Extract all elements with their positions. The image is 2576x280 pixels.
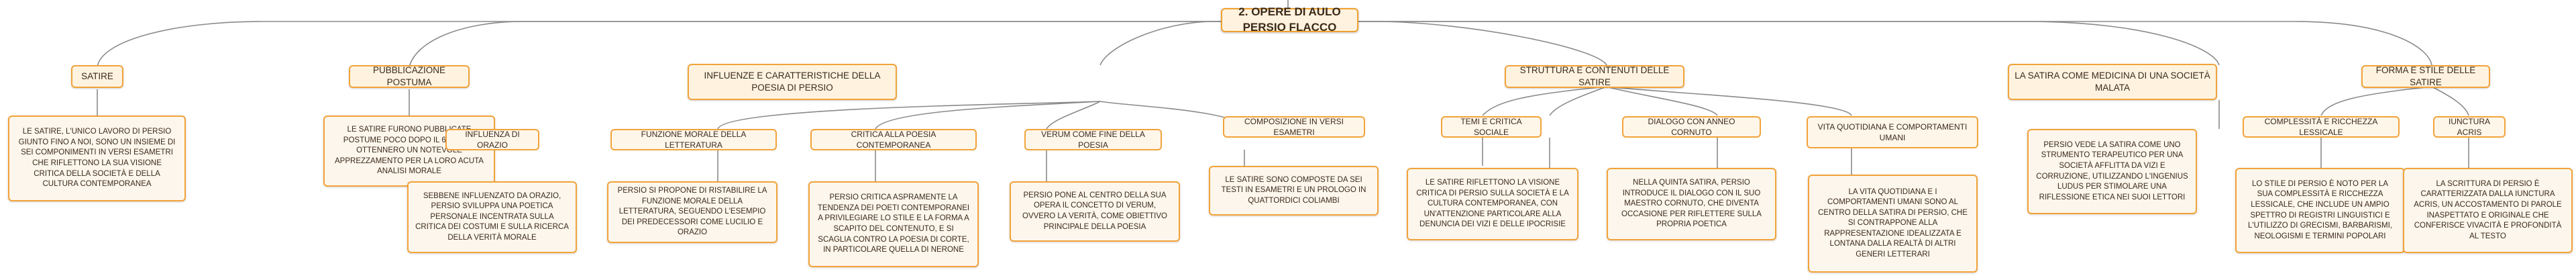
leaf-influenza-di-orazio[interactable]: SEBBENE INFLUENZATO DA ORAZIO, PERSIO SV… bbox=[407, 181, 577, 253]
leaf-dialogo-anneo-cornuto[interactable]: NELLA QUINTA SATIRA, PERSIO INTRODUCE IL… bbox=[1607, 168, 1776, 240]
leaf-satire[interactable]: LE SATIRE, L'UNICO LAVORO DI PERSIO GIUN… bbox=[8, 115, 186, 201]
node-funzione-morale[interactable]: FUNZIONE MORALE DELLA LETTERATURA bbox=[610, 129, 777, 150]
leaf-satira-medicina[interactable]: PERSIO VEDE LA SATIRA COME UNO STRUMENTO… bbox=[2027, 129, 2197, 214]
leaf-complessita-lessicale[interactable]: LO STILE DI PERSIO È NOTO PER LA SUA COM… bbox=[2235, 168, 2405, 253]
leaf-vita-quotidiana[interactable]: LA VITA QUOTIDIANA E I COMPORTAMENTI UMA… bbox=[1808, 175, 1978, 273]
branch-forma-stile[interactable]: FORMA E STILE DELLE SATIRE bbox=[2361, 65, 2490, 88]
node-vita-quotidiana[interactable]: VITA QUOTIDIANA E COMPORTAMENTI UMANI bbox=[1807, 116, 1978, 148]
leaf-temi-critica-sociale[interactable]: LE SATIRE RIFLETTONO LA VISIONE CRITICA … bbox=[1407, 168, 1578, 240]
node-verum[interactable]: VERUM COME FINE DELLA POESIA bbox=[1024, 129, 1162, 150]
branch-satire[interactable]: SATIRE bbox=[71, 65, 123, 88]
root-node[interactable]: 2. OPERE DI AULO PERSIO FLACCO bbox=[1221, 5, 1358, 34]
branch-satira-medicina[interactable]: LA SATIRA COME MEDICINA DI UNA SOCIETÀ M… bbox=[2008, 64, 2217, 100]
node-composizione-esametri[interactable]: COMPOSIZIONE IN VERSI ESAMETRI bbox=[1223, 116, 1365, 138]
leaf-composizione-esametri[interactable]: LE SATIRE SONO COMPOSTE DA SEI TESTI IN … bbox=[1209, 166, 1379, 216]
leaf-critica-poesia-contemporanea[interactable]: PERSIO CRITICA ASPRAMENTE LA TENDENZA DE… bbox=[808, 181, 979, 267]
leaf-verum[interactable]: PERSIO PONE AL CENTRO DELLA SUA OPERA IL… bbox=[1010, 181, 1180, 242]
leaf-pubblicazione-postuma[interactable]: LE SATIRE FURONO PUBBLICATE POSTUME POCO… bbox=[323, 115, 495, 187]
branch-pubblicazione-postuma[interactable]: PUBBLICAZIONE POSTUMA bbox=[349, 65, 470, 88]
node-temi-critica-sociale[interactable]: TEMI E CRITICA SOCIALE bbox=[1441, 116, 1542, 138]
leaf-funzione-morale[interactable]: PERSIO SI PROPONE DI RISTABILIRE LA FUNZ… bbox=[607, 181, 777, 243]
leaf-iunctura-acris[interactable]: LA SCRITTURA DI PERSIO È CARATTERIZZATA … bbox=[2403, 168, 2573, 253]
node-dialogo-anneo-cornuto[interactable]: DIALOGO CON ANNEO CORNUTO bbox=[1622, 116, 1761, 138]
node-iunctura-acris[interactable]: IUNCTURA ACRIS bbox=[2433, 116, 2506, 138]
node-critica-poesia-contemporanea[interactable]: CRITICA ALLA POESIA CONTEMPORANEA bbox=[810, 129, 977, 150]
node-influenza-di-orazio[interactable]: INFLUENZA DI ORAZIO bbox=[445, 129, 539, 150]
branch-influenze-caratteristiche[interactable]: INFLUENZE E CARATTERISTICHE DELLA POESIA… bbox=[688, 64, 897, 100]
node-complessita-lessicale[interactable]: COMPLESSITÀ E RICCHEZZA LESSICALE bbox=[2243, 116, 2400, 138]
branch-struttura-contenuti[interactable]: STRUTTURA E CONTENUTI DELLE SATIRE bbox=[1505, 65, 1684, 88]
